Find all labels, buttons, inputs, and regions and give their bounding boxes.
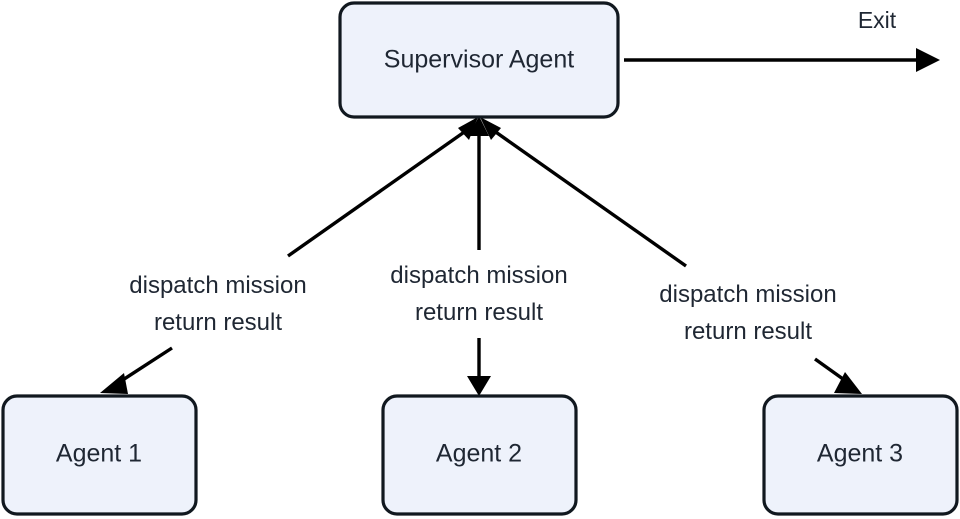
edge-label-agent2-line1: dispatch mission [390,262,567,289]
edge-label-agent1: dispatch mission return result [129,272,306,336]
edge-exit [624,48,940,72]
edge-label-agent2-line2: return result [415,299,543,326]
edge-label-agent1-line1: dispatch mission [129,272,306,299]
edge-agent2-dispatch-arrowhead [467,376,491,396]
edge-agent1-return-line [287,126,471,258]
edge-agent3-dispatch-arrowhead [834,372,862,394]
edge-agent2-return [469,116,489,250]
edge-agent1-dispatch [100,346,173,394]
edge-label-agent3-line1: dispatch mission [659,281,836,308]
edge-exit-arrowhead [916,48,940,72]
node-agent3-label: Agent 3 [817,440,903,468]
node-supervisor-box[interactable] [338,1,620,119]
node-agent2-label: Agent 2 [436,440,522,468]
edge-agent3-return-line [489,126,687,268]
edge-label-agent3-line2: return result [684,318,812,345]
node-agent2[interactable]: Agent 2 [381,394,578,516]
edge-label-exit: Exit [858,7,897,33]
node-agent2-box[interactable] [381,394,578,516]
node-agent1-label: Agent 1 [56,440,142,468]
node-supervisor-label: Supervisor Agent [384,46,574,74]
edge-agent2-dispatch [467,338,491,396]
node-supervisor[interactable]: Supervisor Agent [338,1,620,119]
edge-agent3-return [480,117,687,268]
edge-agent3-dispatch [814,357,862,394]
node-agent3-box[interactable] [762,394,959,516]
edge-agent1-dispatch-arrowhead [100,373,128,394]
edge-label-agent1-line2: return result [154,309,282,336]
node-agent1[interactable]: Agent 1 [1,394,198,516]
edge-label-agent2: dispatch mission return result [390,262,567,326]
node-agent3[interactable]: Agent 3 [762,394,959,516]
edge-label-agent3: dispatch mission return result [659,281,836,345]
edge-agent3-return-arrowhead [480,117,501,140]
edge-agent1-return [287,117,478,258]
edge-agent1-return-arrowhead [458,117,478,140]
edge-agent2-return-arrowhead [469,116,489,136]
node-agent1-box[interactable] [1,394,198,516]
